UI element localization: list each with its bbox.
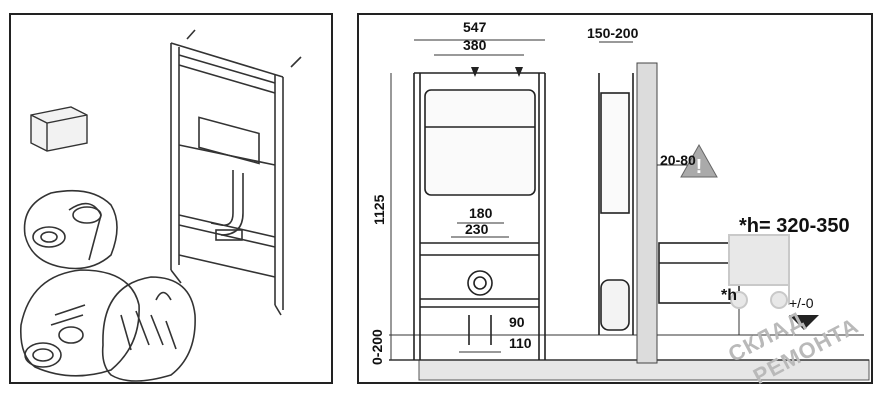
- h-marker-label: *h: [721, 287, 737, 304]
- flush-module-box-illustration: [30, 106, 88, 152]
- dim-20-80: 20-80: [660, 152, 696, 168]
- dim-110: 110: [509, 335, 532, 351]
- parts-kit-drawing: [19, 29, 302, 382]
- h-range-label: *h= 320-350: [739, 215, 850, 237]
- technical-drawing: !: [389, 39, 870, 381]
- connectors-bag-illustration: [19, 269, 140, 377]
- flow-arrows: [471, 67, 819, 330]
- dim-547: 547: [463, 19, 487, 35]
- dim-0-200: 0-200: [369, 329, 385, 365]
- wall-section: [636, 62, 658, 364]
- parts-kit-panel: [9, 13, 333, 384]
- level-marker-label: +/-0: [789, 295, 814, 311]
- screws-bag-illustration: [101, 276, 196, 382]
- dim-150-200: 150-200: [587, 25, 639, 41]
- dim-1125: 1125: [371, 194, 387, 225]
- frame-front-view: [413, 72, 546, 360]
- dim-230: 230: [465, 221, 489, 237]
- pipe-parts-bag-illustration: [23, 189, 118, 270]
- dimension-drawing-panel: ! 547 380 150-200 1125 0-200 180 230 90 …: [357, 13, 873, 389]
- warning-icon: [680, 143, 718, 178]
- dimension-lines: [390, 39, 740, 360]
- frame-side-view: [598, 73, 752, 335]
- installation-frame-illustration: [170, 29, 302, 316]
- dim-90: 90: [509, 314, 525, 330]
- dim-380: 380: [463, 37, 487, 53]
- svg-text:!: !: [696, 156, 703, 178]
- watermark-forklift-icon: [728, 234, 790, 309]
- dim-180: 180: [469, 205, 493, 221]
